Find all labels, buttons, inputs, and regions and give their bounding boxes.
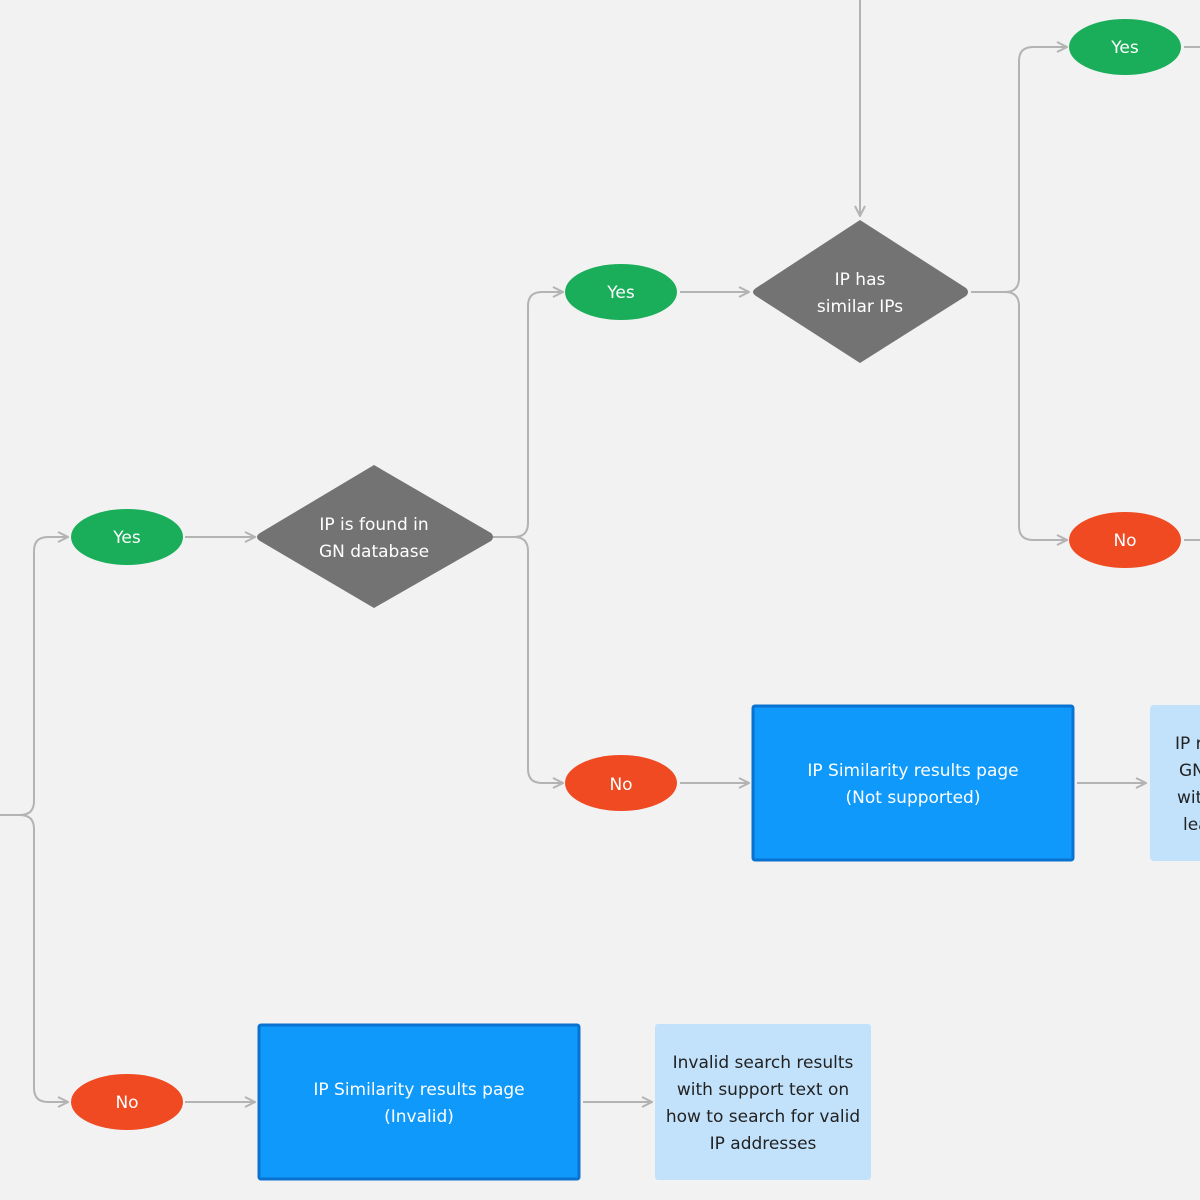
connector-similar-no [1004,291,1067,540]
outcome-label: Yes [606,283,635,303]
outcome-label: No [115,1093,138,1113]
connector-root-no [19,814,68,1102]
connector-found-yes [493,292,563,538]
note-label: Invalid search results [673,1053,854,1073]
connector-found-no [513,536,563,783]
page-not-supported[interactable]: IP Similarity results page (Not supporte… [751,704,1075,862]
outcome-yes-root[interactable]: Yes [71,509,183,565]
outcome-label: Yes [1110,38,1139,58]
page-invalid[interactable]: IP Similarity results page (Invalid) [257,1023,581,1181]
note-label: IP addresses [710,1134,817,1154]
outcome-yes-similar[interactable]: Yes [1069,19,1181,75]
outcome-no-similar[interactable]: No [1069,512,1181,568]
decision-ip-found[interactable]: IP is found in GN database [257,465,493,608]
page-label: (Invalid) [384,1107,454,1127]
outcome-label: Yes [112,528,141,548]
note-label: lea [1183,815,1200,835]
note-label: how to search for valid [666,1107,860,1127]
outcome-no-root[interactable]: No [71,1074,183,1130]
note-label: with support text on [677,1080,849,1100]
decision-label: GN database [319,542,429,562]
page-label: IP Similarity results page [807,761,1018,781]
decision-label: IP has [835,270,886,290]
note-invalid: Invalid search results with support text… [655,1024,871,1180]
outcome-no-found[interactable]: No [565,755,677,811]
connector-root-yes [0,537,68,816]
connector-similar-yes [971,47,1067,293]
outcome-label: No [1113,531,1136,551]
outcome-yes-found[interactable]: Yes [565,264,677,320]
note-label: IP r [1175,734,1200,754]
page-label: IP Similarity results page [313,1080,524,1100]
decision-label: similar IPs [817,297,903,317]
note-label: GN [1179,761,1200,781]
note-not-supported: IP r GN wit lea [1150,705,1200,861]
decision-label: IP is found in [319,515,428,535]
page-label: (Not supported) [846,788,981,808]
note-label: wit [1177,788,1200,808]
outcome-label: No [609,775,632,795]
connectors [0,0,1200,1102]
decision-ip-similar[interactable]: IP has similar IPs [753,220,968,363]
